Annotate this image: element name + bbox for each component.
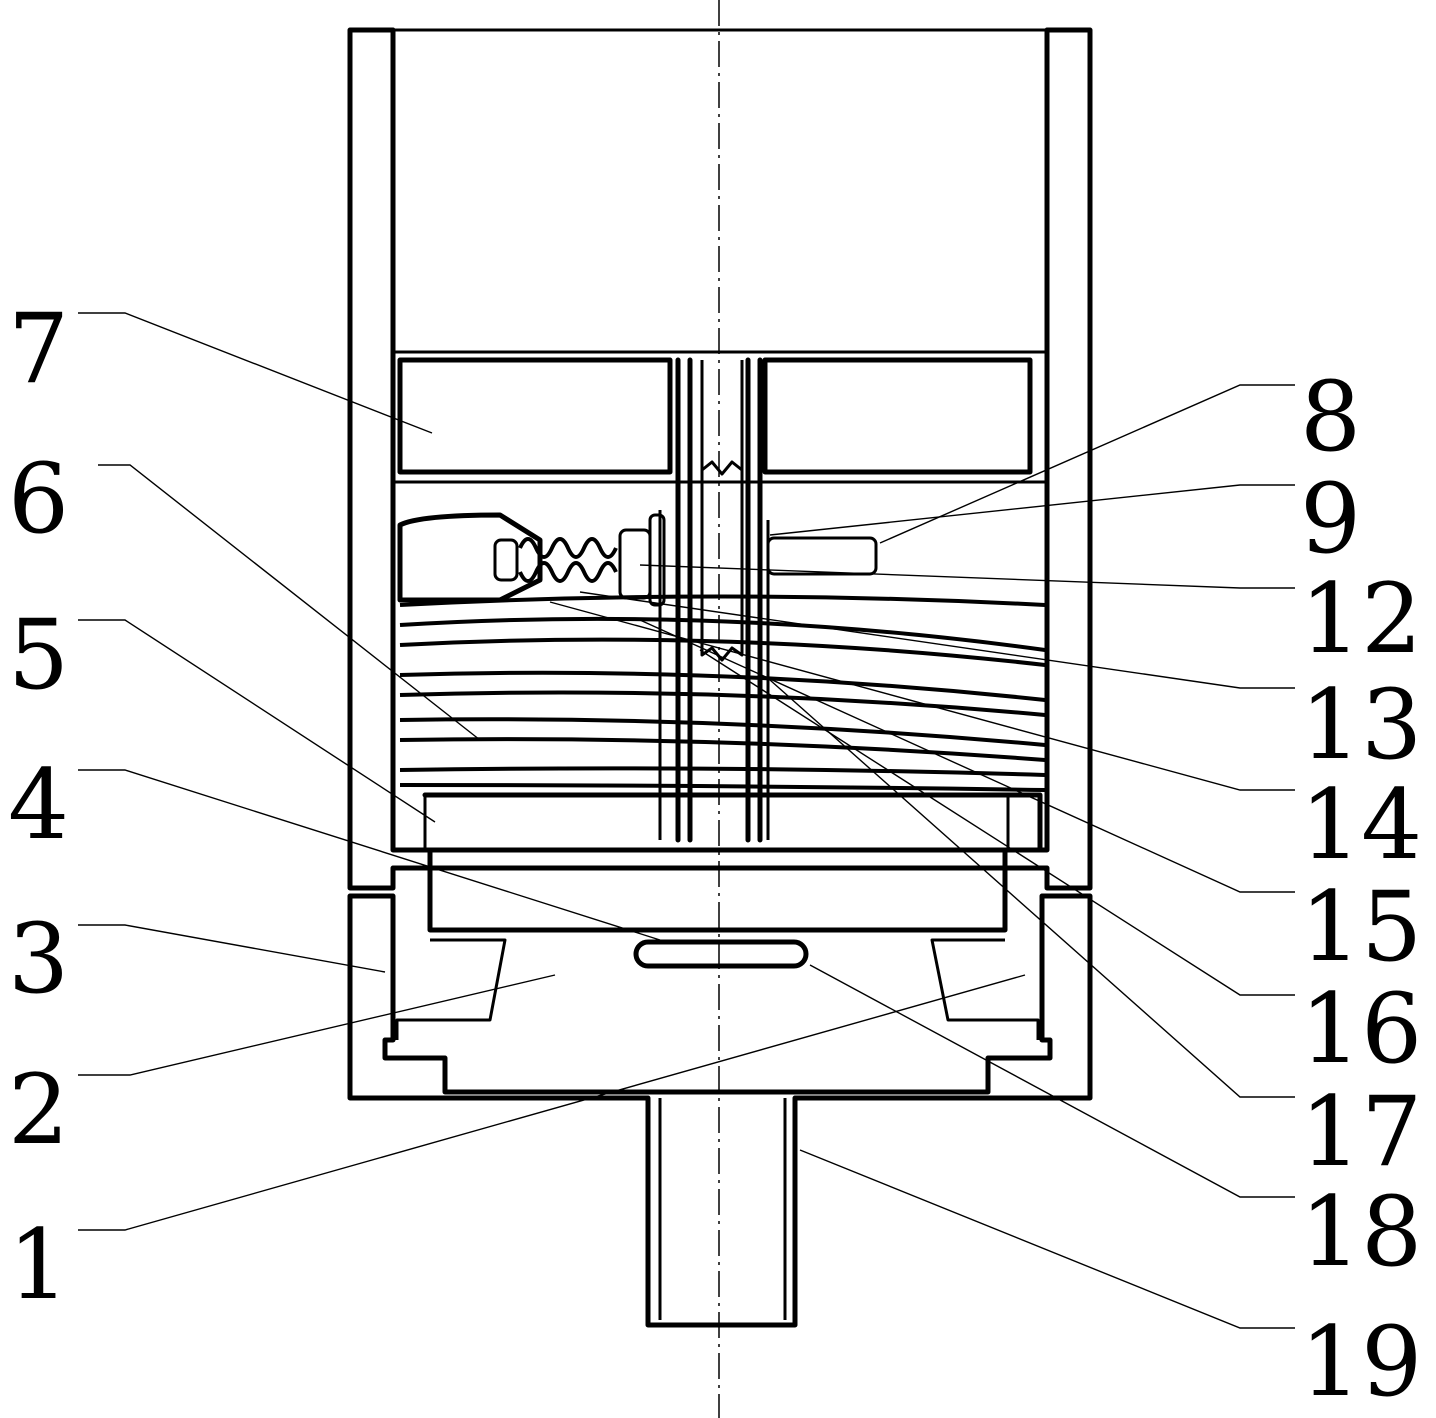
callout-14: 14 xyxy=(1300,769,1422,881)
callout-13: 13 xyxy=(1300,669,1422,781)
leader-lines xyxy=(78,312,1295,1329)
callout-15: 15 xyxy=(1300,871,1422,983)
callout-4: 4 xyxy=(8,749,69,861)
callout-5: 5 xyxy=(8,599,69,711)
callout-12: 12 xyxy=(1300,563,1422,675)
callout-7: 7 xyxy=(8,293,69,405)
upper-block xyxy=(393,357,1047,484)
callout-9: 9 xyxy=(1300,463,1361,575)
outer-housing xyxy=(347,27,1093,891)
callout-6: 6 xyxy=(8,443,69,555)
roller-assembly xyxy=(397,512,666,607)
callout-1: 1 xyxy=(8,1209,69,1321)
callout-3: 3 xyxy=(8,903,69,1015)
coil-spring-stack xyxy=(399,594,1046,792)
ring-washer xyxy=(633,939,809,969)
callout-16: 16 xyxy=(1300,973,1422,1085)
callout-17: 17 xyxy=(1300,1076,1422,1188)
callout-18: 18 xyxy=(1300,1176,1422,1288)
support-plate xyxy=(422,792,1043,933)
callout-2: 2 xyxy=(8,1054,69,1166)
callout-19: 19 xyxy=(1300,1306,1422,1418)
callout-8: 8 xyxy=(1300,361,1361,473)
base-housing xyxy=(347,893,1093,1328)
